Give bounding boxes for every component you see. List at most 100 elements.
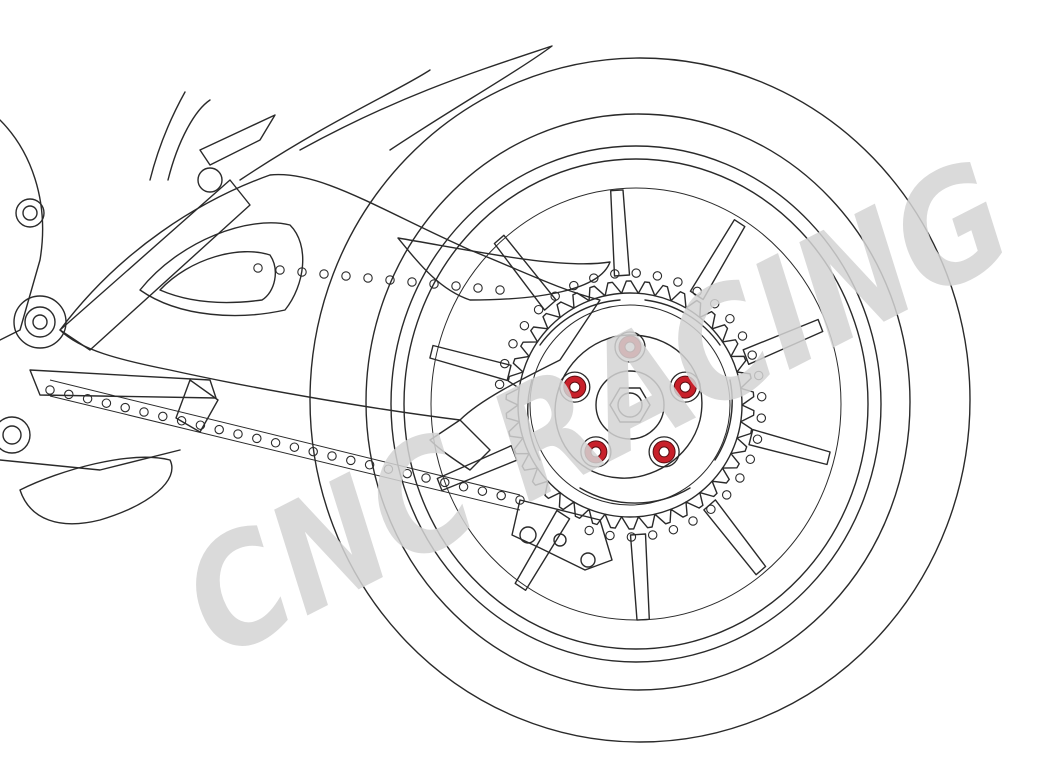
rim-inner (403, 158, 869, 650)
chain-link (706, 504, 716, 515)
rear-wheel (309, 57, 971, 743)
chain-link (421, 473, 431, 483)
chain-link (745, 454, 756, 465)
chain-link (721, 490, 732, 500)
watermark-text: CNC RACING (157, 128, 1038, 692)
chain-link (584, 525, 594, 536)
chain-link (515, 495, 525, 505)
chain-link (589, 273, 599, 283)
chain-link (252, 433, 262, 444)
wheel-spoke (429, 344, 512, 382)
rear-brake-caliper (511, 499, 613, 571)
chain-link (346, 455, 356, 466)
chain-link (233, 429, 243, 439)
chain-link (605, 530, 615, 541)
chain-link (458, 482, 469, 492)
axle (617, 392, 643, 418)
nut-hole (624, 341, 636, 353)
chain-link (752, 434, 763, 444)
chain-link (735, 473, 745, 483)
chain-link (631, 268, 641, 278)
chain-link (120, 402, 130, 413)
chain-link (195, 420, 206, 430)
chain-link (610, 269, 620, 279)
sprocket-nuts-highlighted (559, 331, 701, 468)
chain-link (176, 416, 187, 426)
chain-link (101, 398, 112, 408)
chain-link (364, 460, 375, 470)
chain-link (327, 451, 337, 461)
wheel-spoke (742, 318, 824, 365)
rear-sprocket (505, 280, 755, 530)
chain-link (550, 291, 560, 301)
chain-link (45, 385, 55, 395)
chain-link (319, 269, 329, 279)
chain-link (499, 358, 510, 369)
chain-link (473, 283, 483, 293)
chain-link (214, 424, 224, 435)
chain-link (297, 267, 307, 277)
chain-link (451, 281, 461, 291)
chain-link (668, 524, 679, 535)
chain-link (270, 438, 281, 448)
chain-link (64, 389, 74, 400)
nut-seat (669, 371, 701, 403)
chain-link (652, 271, 663, 281)
chain-link (709, 298, 720, 309)
chain-link (533, 304, 544, 315)
chain-link (494, 379, 505, 390)
chain-link (569, 280, 579, 291)
chain-link (753, 370, 764, 381)
nut-seat (648, 436, 680, 468)
chain-link (673, 277, 683, 287)
nut-hole (658, 446, 670, 458)
chain-link (308, 446, 318, 457)
wheel-spoke (610, 189, 631, 277)
wheel-spoke (629, 533, 650, 621)
sprocket-body (517, 292, 743, 518)
brand-watermark: CNC RACING (157, 128, 1038, 692)
chain-link (725, 313, 735, 324)
wheel-spoke (514, 509, 571, 591)
wheel-spokes (429, 189, 831, 621)
chain-link (647, 530, 658, 540)
nut-hole (569, 381, 581, 393)
chain-link (253, 263, 263, 273)
chain-link (477, 486, 488, 496)
chain-link (139, 407, 149, 417)
rim-outer (390, 145, 882, 663)
chain-link (341, 271, 351, 281)
chain-link (519, 320, 530, 331)
tire-outer (309, 57, 971, 743)
chain-link (158, 411, 168, 422)
rear-set (0, 91, 276, 525)
chain-link (496, 490, 506, 501)
chain-link (440, 477, 450, 488)
chain-link (626, 532, 637, 542)
wheel-spoke (436, 445, 518, 492)
chain-link (402, 468, 412, 479)
nut-seat (614, 331, 646, 363)
chain-link (275, 265, 285, 275)
chain-link (688, 516, 698, 526)
drive-chain (45, 263, 767, 542)
peg-bushing (13, 295, 67, 349)
chain-link (363, 273, 373, 283)
chain-link (495, 285, 505, 295)
chain-link (747, 350, 757, 360)
wheel-spoke (689, 219, 746, 301)
wheel-spoke (703, 499, 767, 576)
chain-link (429, 279, 439, 289)
chain-link (692, 286, 702, 297)
chain-link (383, 464, 394, 474)
chain-link (756, 413, 767, 423)
chain-link (82, 394, 93, 404)
chain-link (407, 277, 417, 287)
chain-link (756, 391, 767, 402)
nut-seat (580, 436, 612, 468)
tire-inner (365, 113, 911, 691)
chain-link (737, 331, 748, 341)
nut-hole (679, 381, 691, 393)
